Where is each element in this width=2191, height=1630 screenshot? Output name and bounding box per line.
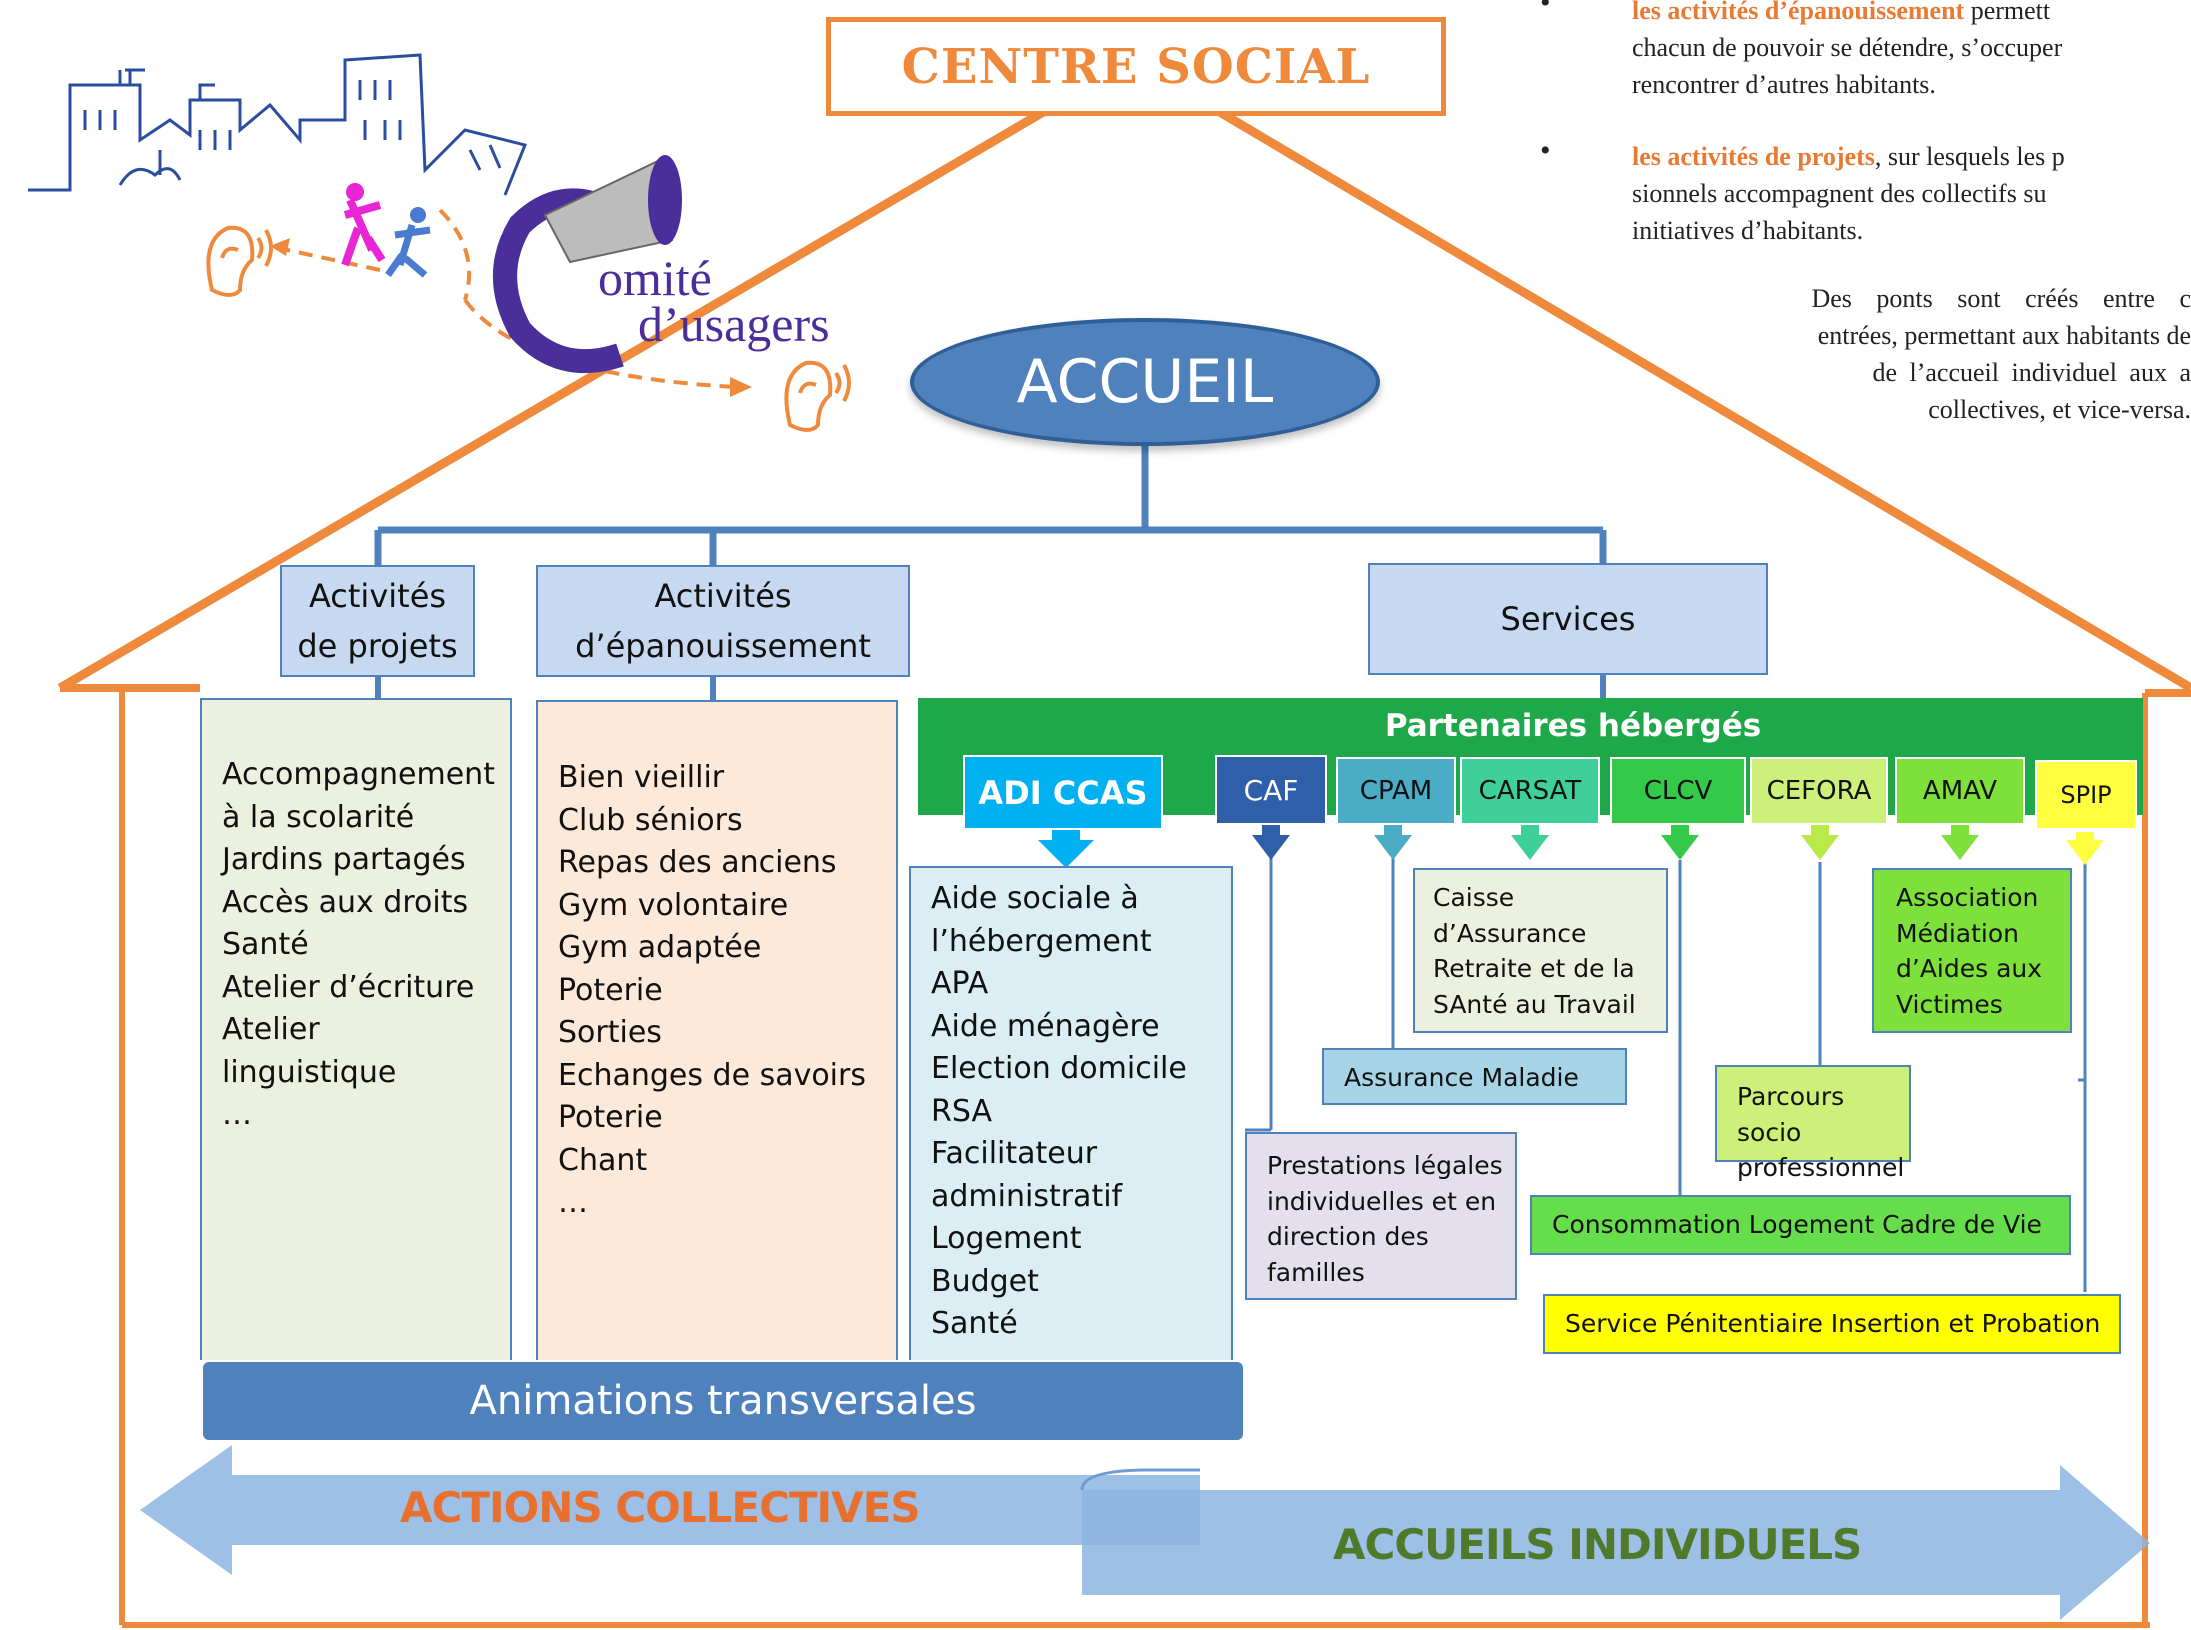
para-line4: collectives, et vice-versa.: [1928, 395, 2191, 424]
animations-label: Animations transversales: [469, 1378, 977, 1424]
tab-caf: CAF: [1215, 755, 1327, 825]
actions-collectives-label: ACTIONS COLLECTIVES: [400, 1483, 921, 1532]
item2-line3: initiatives d’habitants.: [1632, 216, 1864, 245]
desc-amav: Association Médiation d’Aides aux Victim…: [1872, 868, 2072, 1033]
page-title: CENTRE SOCIAL: [901, 38, 1371, 95]
tab-cpam: CPAM: [1336, 757, 1456, 825]
ear-icon: [784, 360, 851, 432]
tab-spip: SPIP: [2035, 760, 2137, 830]
item1-line3: rencontrer d’autres habitants.: [1632, 70, 1936, 99]
item2-bold: les activités de projets: [1632, 142, 1875, 171]
header-services: Services: [1368, 563, 1768, 675]
comite-logo-icon: [493, 155, 682, 374]
desc-cpam: Assurance Maladie: [1322, 1048, 1627, 1105]
tab-cefora: CEFORA: [1750, 757, 1888, 825]
partenaires-title: Partenaires hébergés: [1384, 708, 1762, 744]
accueils-individuels-label: ACCUEILS INDIVIDUELS: [1333, 1520, 1862, 1569]
list-activites-epanouissement: Bien vieillir Club séniors Repas des anc…: [536, 700, 898, 1360]
desc-spip: Service Pénitentiaire Insertion et Proba…: [1543, 1294, 2121, 1354]
city-sketch-icon: [28, 53, 528, 196]
para-line1: Des ponts sont créés entre c: [1811, 284, 2191, 313]
list-adi-ccas: Aide sociale à l’hébergement APA Aide mé…: [909, 866, 1233, 1360]
item2-line2: sionnels accompagnent des collectifs su: [1632, 179, 2047, 208]
comite-text: omité d’usagers: [593, 250, 873, 365]
list-activites-projets: Accompagnement à la scolarité Jardins pa…: [200, 698, 512, 1360]
tab-carsat: CARSAT: [1460, 757, 1600, 825]
accueils-individuels-arrow: [1082, 1465, 2150, 1620]
header-activites-epanouissement: Activités d’épanouissement: [536, 565, 910, 677]
comite-line1: omité: [598, 250, 712, 306]
desc-carsat: Caisse d’Assurance Retraite et de la SAn…: [1413, 868, 1668, 1033]
accueil-label: ACCUEIL: [1016, 347, 1274, 417]
item2-rest: , sur lesquels les p: [1874, 142, 2065, 171]
centre-social-title-box: CENTRE SOCIAL: [826, 17, 1446, 116]
tab-adi-ccas: ADI CCAS: [963, 755, 1163, 830]
desc-clcv: Consommation Logement Cadre de Vie: [1530, 1195, 2071, 1255]
animations-transversales-bar: Animations transversales: [203, 1362, 1243, 1440]
people-icon: [341, 183, 431, 278]
accueil-oval: ACCUEIL: [910, 318, 1380, 446]
ear-icon: [206, 225, 273, 297]
item1-bold: les activités d’épanouissement: [1632, 0, 1965, 25]
desc-caf: Prestations légales individuelles et en …: [1245, 1132, 1517, 1300]
actions-collectives-arrow: [140, 1445, 1200, 1575]
header-activites-projets: Activités de projets: [280, 565, 475, 677]
desc-cefora: Parcours socio professionnel: [1715, 1065, 1911, 1182]
item1-line2: chacun de pouvoir se détendre, s’occuper: [1632, 33, 2063, 62]
item1-rest: permett: [1964, 0, 2051, 25]
tab-arrows: [1038, 825, 2104, 868]
tab-amav: AMAV: [1895, 757, 2025, 825]
tab-clcv: CLCV: [1610, 757, 1746, 825]
para-line3: de l’accueil individuel aux a: [1872, 358, 2191, 387]
para-line2: entrées, permettant aux habitants de: [1817, 321, 2191, 350]
comite-line2: d’usagers: [638, 296, 830, 352]
